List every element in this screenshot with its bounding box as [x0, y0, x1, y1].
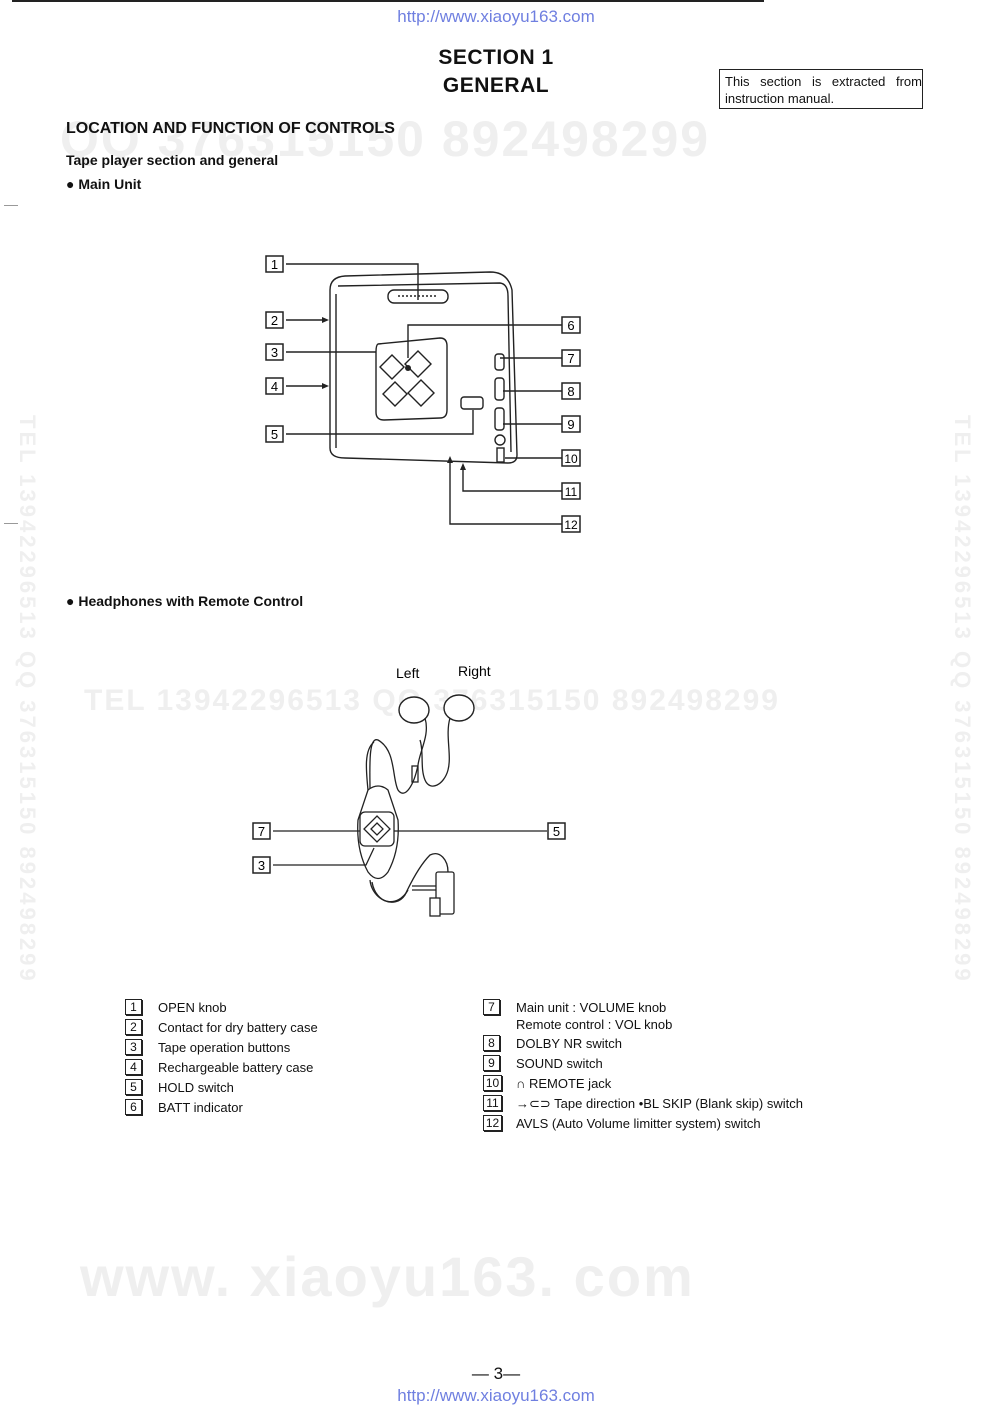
legend-text-secondary: Remote control : VOL knob: [516, 1017, 673, 1032]
main-unit-label: ● Main Unit: [66, 176, 142, 192]
watermark-upper: QQ 376315150 892498299: [60, 111, 711, 167]
headphones-diagram: Left Right 7 3 5: [252, 663, 566, 917]
svg-text:7: 7: [567, 351, 574, 366]
svg-text:6: 6: [567, 318, 574, 333]
legend-number: 8: [483, 1035, 500, 1051]
legend-text: SOUND switch: [516, 1056, 603, 1071]
section-title: GENERAL: [442, 74, 550, 97]
scan-mark: [4, 205, 18, 206]
callout-8: 8: [561, 382, 581, 400]
subheading: Tape player section and general: [66, 152, 279, 168]
svg-text:9: 9: [567, 417, 574, 432]
svg-text:5: 5: [271, 427, 278, 442]
callout-2: 2: [265, 311, 284, 329]
svg-text:11: 11: [565, 485, 578, 499]
legend-number: 12: [483, 1115, 502, 1131]
legend-text: →⊂⊃ Tape direction •BL SKIP (Blank skip)…: [516, 1096, 803, 1111]
watermark-bottom: www. xiaoyu163. com: [80, 1245, 695, 1308]
svg-text:4: 4: [271, 379, 278, 394]
callout-1: 1: [265, 255, 284, 273]
legend-text: HOLD switch: [158, 1080, 234, 1095]
hp-callout-5: 5: [547, 822, 566, 840]
svg-text:8: 8: [567, 384, 574, 399]
callout-12: 12: [561, 515, 581, 533]
svg-text:1: 1: [271, 257, 278, 272]
legend-text: OPEN knob: [158, 1000, 227, 1015]
legend-text: AVLS (Auto Volume limitter system) switc…: [516, 1116, 761, 1131]
page-number: — 3—: [471, 1364, 521, 1383]
legend-number: 11: [483, 1095, 502, 1111]
legend-number: 10: [483, 1075, 502, 1091]
legend-number: 9: [483, 1055, 500, 1071]
watermark-middle: TEL 13942296513 QQ 376315150 892498299: [84, 684, 780, 717]
legend-left: 1 OPEN knob 2 Contact for dry battery ca…: [125, 999, 465, 1120]
svg-text:10: 10: [564, 452, 578, 466]
legend-text: DOLBY NR switch: [516, 1036, 622, 1051]
scan-mark: [4, 523, 18, 524]
top-rule: [12, 0, 764, 2]
svg-text:3: 3: [258, 858, 265, 873]
callout-3: 3: [265, 343, 284, 361]
callout-4: 4: [265, 377, 284, 395]
legend-number: 7: [483, 999, 500, 1015]
headphones-label: ● Headphones with Remote Control: [66, 593, 304, 609]
legend-number: 3: [125, 1039, 142, 1055]
section-number: SECTION 1: [438, 46, 554, 69]
main-unit-diagram: 1 2 3 4 5 6 7 8 9 10 11 12: [265, 255, 581, 533]
callout-7: 7: [561, 349, 581, 367]
callout-6: 6: [561, 316, 581, 334]
hp-callout-3: 3: [252, 856, 271, 874]
legend-text: BATT indicator: [158, 1100, 243, 1115]
right-label: Right: [458, 663, 491, 679]
legend-text: Contact for dry battery case: [158, 1020, 318, 1035]
legend-text: Tape operation buttons: [158, 1040, 291, 1055]
callout-9: 9: [561, 415, 581, 433]
legend-text: Main unit : VOLUME knob: [516, 1000, 667, 1015]
legend-number: 1: [125, 999, 142, 1015]
footer-url[interactable]: http://www.xiaoyu163.com: [397, 1386, 595, 1405]
header-url[interactable]: http://www.xiaoyu163.com: [397, 7, 595, 26]
extract-note: This section is extracted from instructi…: [719, 69, 923, 109]
page-heading: LOCATION AND FUNCTION OF CONTROLS: [66, 120, 395, 137]
svg-text:12: 12: [564, 518, 578, 532]
hp-callout-7: 7: [252, 822, 271, 840]
callout-10: 10: [561, 449, 581, 467]
legend-number: 2: [125, 1019, 142, 1035]
left-label: Left: [396, 665, 419, 681]
svg-text:5: 5: [553, 824, 560, 839]
svg-text:2: 2: [271, 313, 278, 328]
legend-right: 7 Main unit : VOLUME knob Remote control…: [483, 999, 903, 1140]
legend-number: 4: [125, 1059, 142, 1075]
legend-text: Rechargeable battery case: [158, 1060, 314, 1075]
legend-number: 6: [125, 1099, 142, 1115]
callout-11: 11: [561, 482, 581, 500]
callout-5: 5: [265, 425, 284, 443]
svg-text:3: 3: [271, 345, 278, 360]
svg-text:7: 7: [258, 824, 265, 839]
legend-number: 5: [125, 1079, 142, 1095]
legend-text: ∩ REMOTE jack: [516, 1076, 612, 1091]
